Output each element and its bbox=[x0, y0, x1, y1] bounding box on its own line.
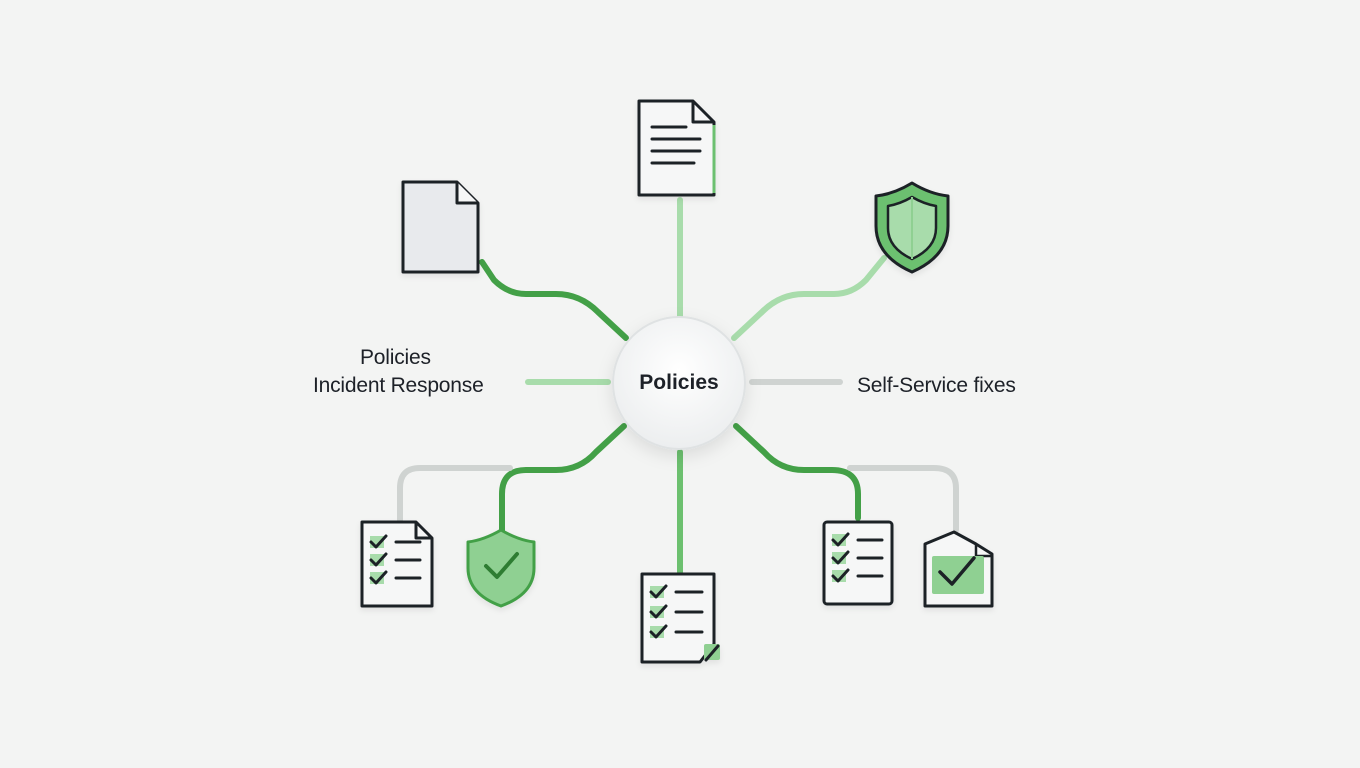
left-label-incident-response: Incident Response bbox=[313, 374, 484, 397]
connector-top-left bbox=[479, 259, 629, 341]
blank-document-icon bbox=[401, 180, 480, 274]
folder-check-icon bbox=[923, 530, 994, 608]
shield-check-icon bbox=[466, 528, 536, 608]
connector-top-right bbox=[731, 255, 887, 341]
checklist-icon bbox=[360, 520, 434, 608]
document-lines-icon bbox=[637, 99, 716, 197]
checklist-icon bbox=[822, 520, 894, 606]
hub-label: Policies bbox=[639, 371, 719, 394]
hub-circle bbox=[612, 316, 746, 450]
shield-icon bbox=[874, 181, 950, 274]
connector-bottom-right-inner bbox=[733, 423, 861, 521]
connector-bottom-right-outer bbox=[847, 465, 959, 533]
left-label-policies: Policies bbox=[360, 346, 431, 369]
checklist-pencil-icon bbox=[640, 572, 720, 664]
connector-bottom-left-outer bbox=[397, 465, 513, 523]
connector-bottom-left-inner bbox=[499, 423, 627, 535]
right-label-self-service-fixes: Self-Service fixes bbox=[857, 374, 1016, 397]
